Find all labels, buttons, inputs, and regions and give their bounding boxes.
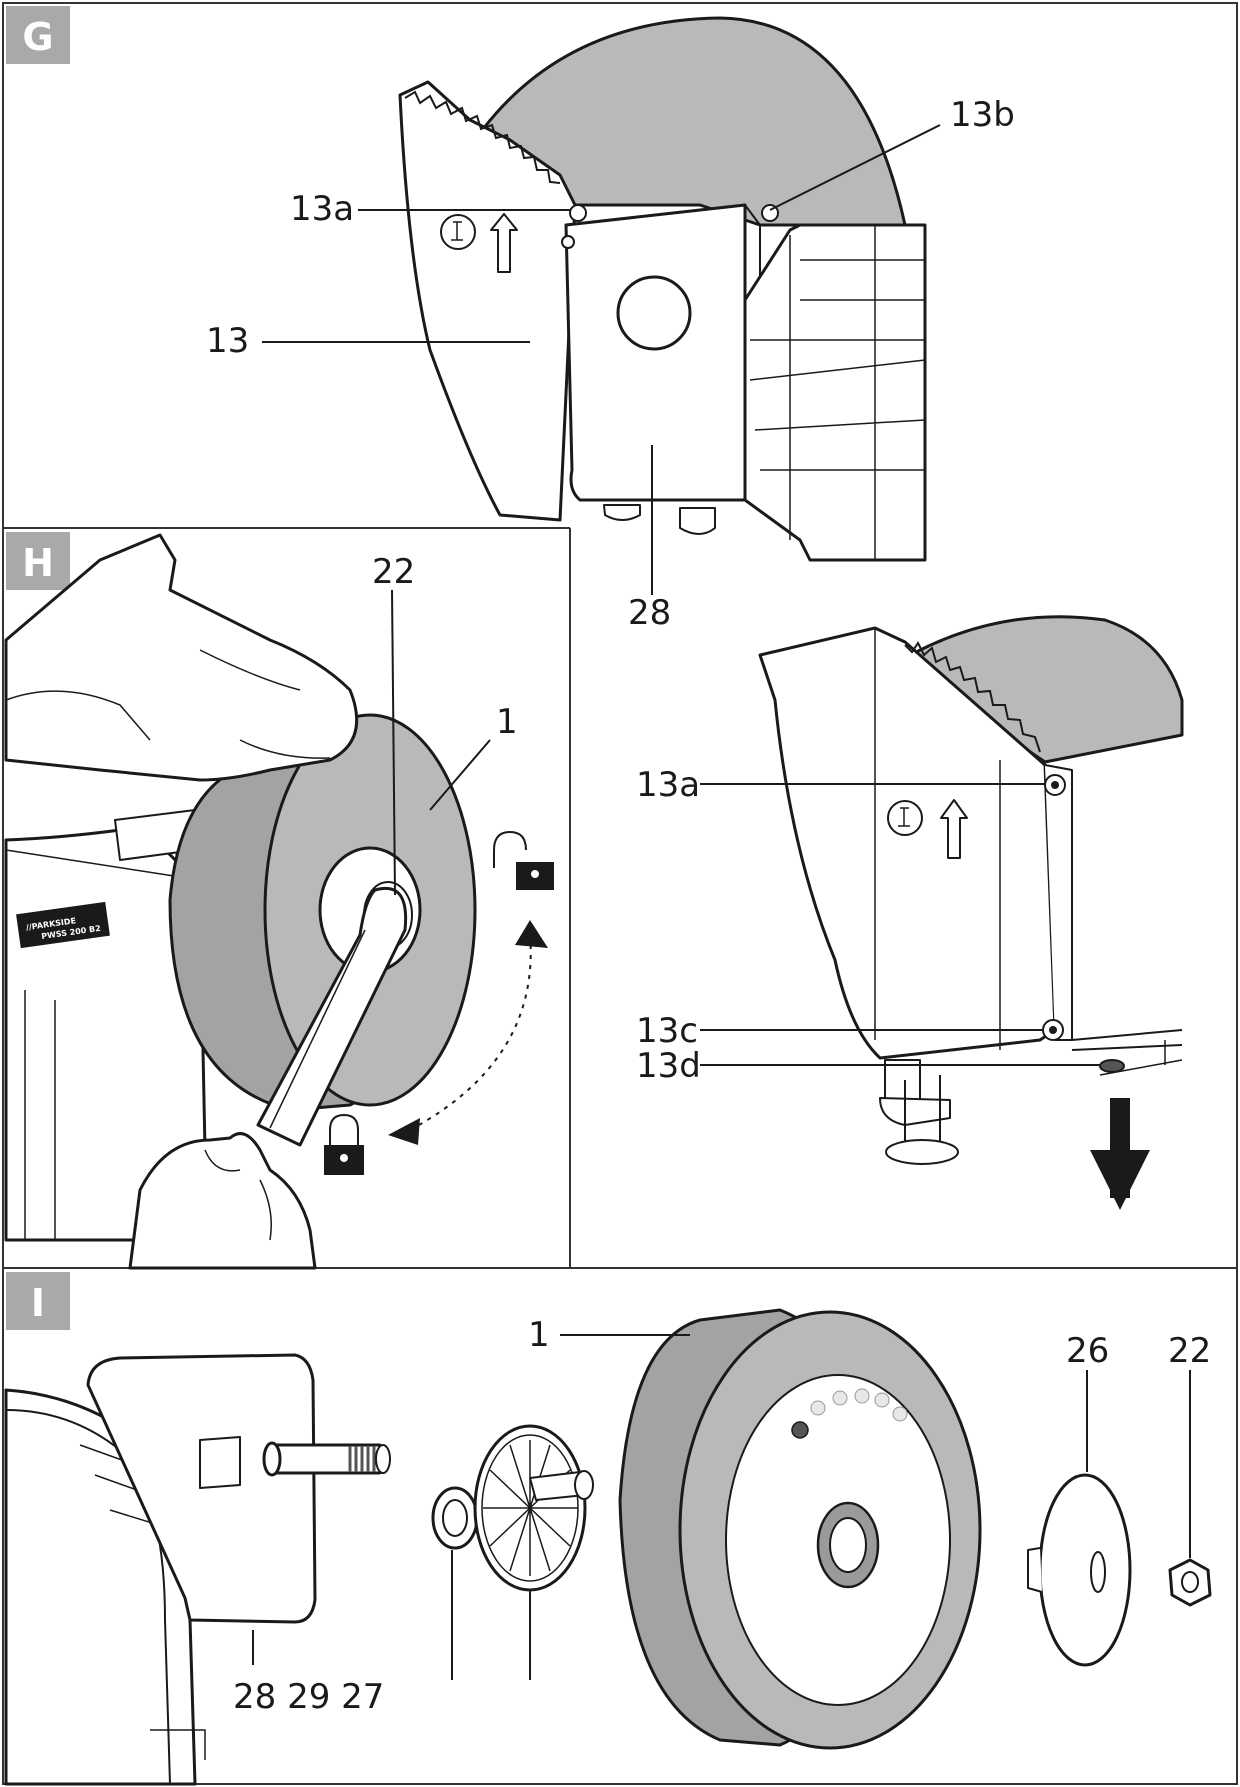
panel-g2-base-detail [1099,1040,1183,1076]
panel-h-glove-upper [4,533,359,782]
panel-h-wrench-inner [269,929,366,1129]
panel-g2-serrated-edge [904,641,1041,753]
panel-g-box-edge [744,204,761,226]
panel-i-wheel-icon-1 [791,1421,809,1439]
panel-i-flange-collar-end [574,1470,594,1500]
panel-g-machine-ribs [749,235,926,540]
panel-i-outer-flange-hub [1027,1547,1043,1593]
panel-h-badge-text: H [22,541,54,585]
panel-i-outer-flange-hole [1090,1551,1106,1593]
panel-h-housing-line [5,849,201,881]
panel-g2-label-13a: 13a [636,765,700,805]
panel-h-rotate-arrowhead-up [515,920,548,948]
panel-g2-label-13d: 13d [636,1046,701,1086]
panel-g: G 13a 13b 13 28 [6,6,1015,633]
panel-h-housing-ribs [24,990,56,1240]
panel-g-wheel [468,16,907,227]
panel-g-spark-guard-hole [616,275,692,351]
panel-h-label-22: 22 [372,552,415,592]
panel-i-wheel-icon-6 [892,1406,908,1422]
panel-i-washer-hole [442,1499,468,1537]
panel-i-nut-hole [1181,1571,1199,1593]
panel-g2-up-arrow-icon [940,799,968,859]
panel-g2-screw-13d [1099,1059,1125,1073]
panel-g2-foot-front [904,1075,941,1150]
panel-h: H //PARKSIDE PWSS 200 B2 [4,532,554,1270]
panel-g-spark-guard [564,203,747,502]
panel-g2-screw-13a-center [1051,781,1059,789]
panel-g-bolt-symbol-inner [451,221,463,241]
panel-g-up-arrow-icon [490,213,518,273]
panel-i-label-26: 26 [1066,1331,1109,1371]
panel-i-wheel-icon-5 [874,1392,890,1408]
panel-g-label-13b: 13b [950,95,1015,135]
panel-h-label-1: 1 [496,702,518,742]
panel-g2-label-13c: 13c [636,1011,698,1051]
panel-i-wheel-icon-3 [832,1390,848,1406]
panel-g-machine-body [743,223,927,562]
panel-h-unlock-keyhole [531,870,539,878]
panel-g2-screw-13c-center [1049,1026,1057,1034]
panel-h-lock-shackle [329,1113,359,1145]
panel-i-label-1: 1 [528,1315,550,1355]
panel-h-leader-22 [391,589,396,896]
panel-g-leader-13b [769,124,941,211]
panel-g-serrated-edge [404,90,561,184]
panel-g-foot-left [603,504,641,521]
panel-g-foot-right [679,507,716,535]
panel-i-wheel-icon-2 [810,1400,826,1416]
panel-g-screw-lower [561,235,575,249]
panel-g2-guard [758,626,1057,1060]
panel-i-wheel-icon-4 [854,1388,870,1404]
panel-g2-down-arrow-icon [1090,1150,1150,1210]
panel-g-label-13: 13 [206,321,249,361]
panel-i: I [4,1272,1212,1786]
panel-i-housing-bracket [150,1729,206,1760]
panel-h-leader-1 [429,739,491,811]
panel-g-screw-13a [569,204,587,222]
panel-g-guard [398,80,577,522]
panel-h-unlock-shackle [493,830,527,868]
panel-g2-side-flange [1044,764,1073,1041]
panel-i-spindle-collar [262,1441,282,1477]
panel-g-label-28: 28 [628,593,671,633]
panel-i-spindle-end [375,1444,391,1474]
panel-g-bolt-symbol [440,214,476,250]
panel-g2-bolt-symbol-inner [898,807,910,827]
panel-h-badge [6,532,70,590]
panel-g-label-13a: 13a [290,189,354,229]
panel-i-box-slot [199,1436,241,1489]
panel-i-outer-flange-26 [1038,1473,1132,1667]
panel-h-rotate-arrowhead-down [388,1118,420,1145]
panel-h-rotate-arrow-icon [409,934,532,1131]
panel-h-hand-lower [128,1132,317,1270]
panel-h-wrench [256,887,408,1147]
panel-i-flange-spokes [483,1440,578,1576]
panel-g2-bolt-symbol [887,800,923,836]
panel-g2: 13a 13c 13d [636,615,1184,1210]
panel-h-glove-folds [5,649,331,759]
panel-h-brand-plate [16,901,110,949]
panel-g2-wheel [903,615,1184,764]
panel-g2-base-lines [1071,1029,1183,1051]
panel-g-badge [6,6,70,64]
panel-i-label-22: 22 [1168,1331,1211,1371]
panel-i-badge [6,1272,70,1330]
panel-i-label-28-29-27: 28 29 27 [233,1677,384,1717]
panel-i-spindle [270,1443,384,1475]
panel-h-hand-folds [204,1149,272,1241]
panel-g2-foot-back-base [879,1097,951,1126]
panel-g2-foot-front-base [885,1139,959,1165]
panel-i-badge-text: I [31,1281,45,1325]
panel-h-lock-keyhole [340,1154,348,1162]
panel-i-wheel-bore-hole [829,1517,867,1573]
panel-g-badge-text: G [22,15,53,59]
panel-i-spindle-thread [348,1446,376,1472]
